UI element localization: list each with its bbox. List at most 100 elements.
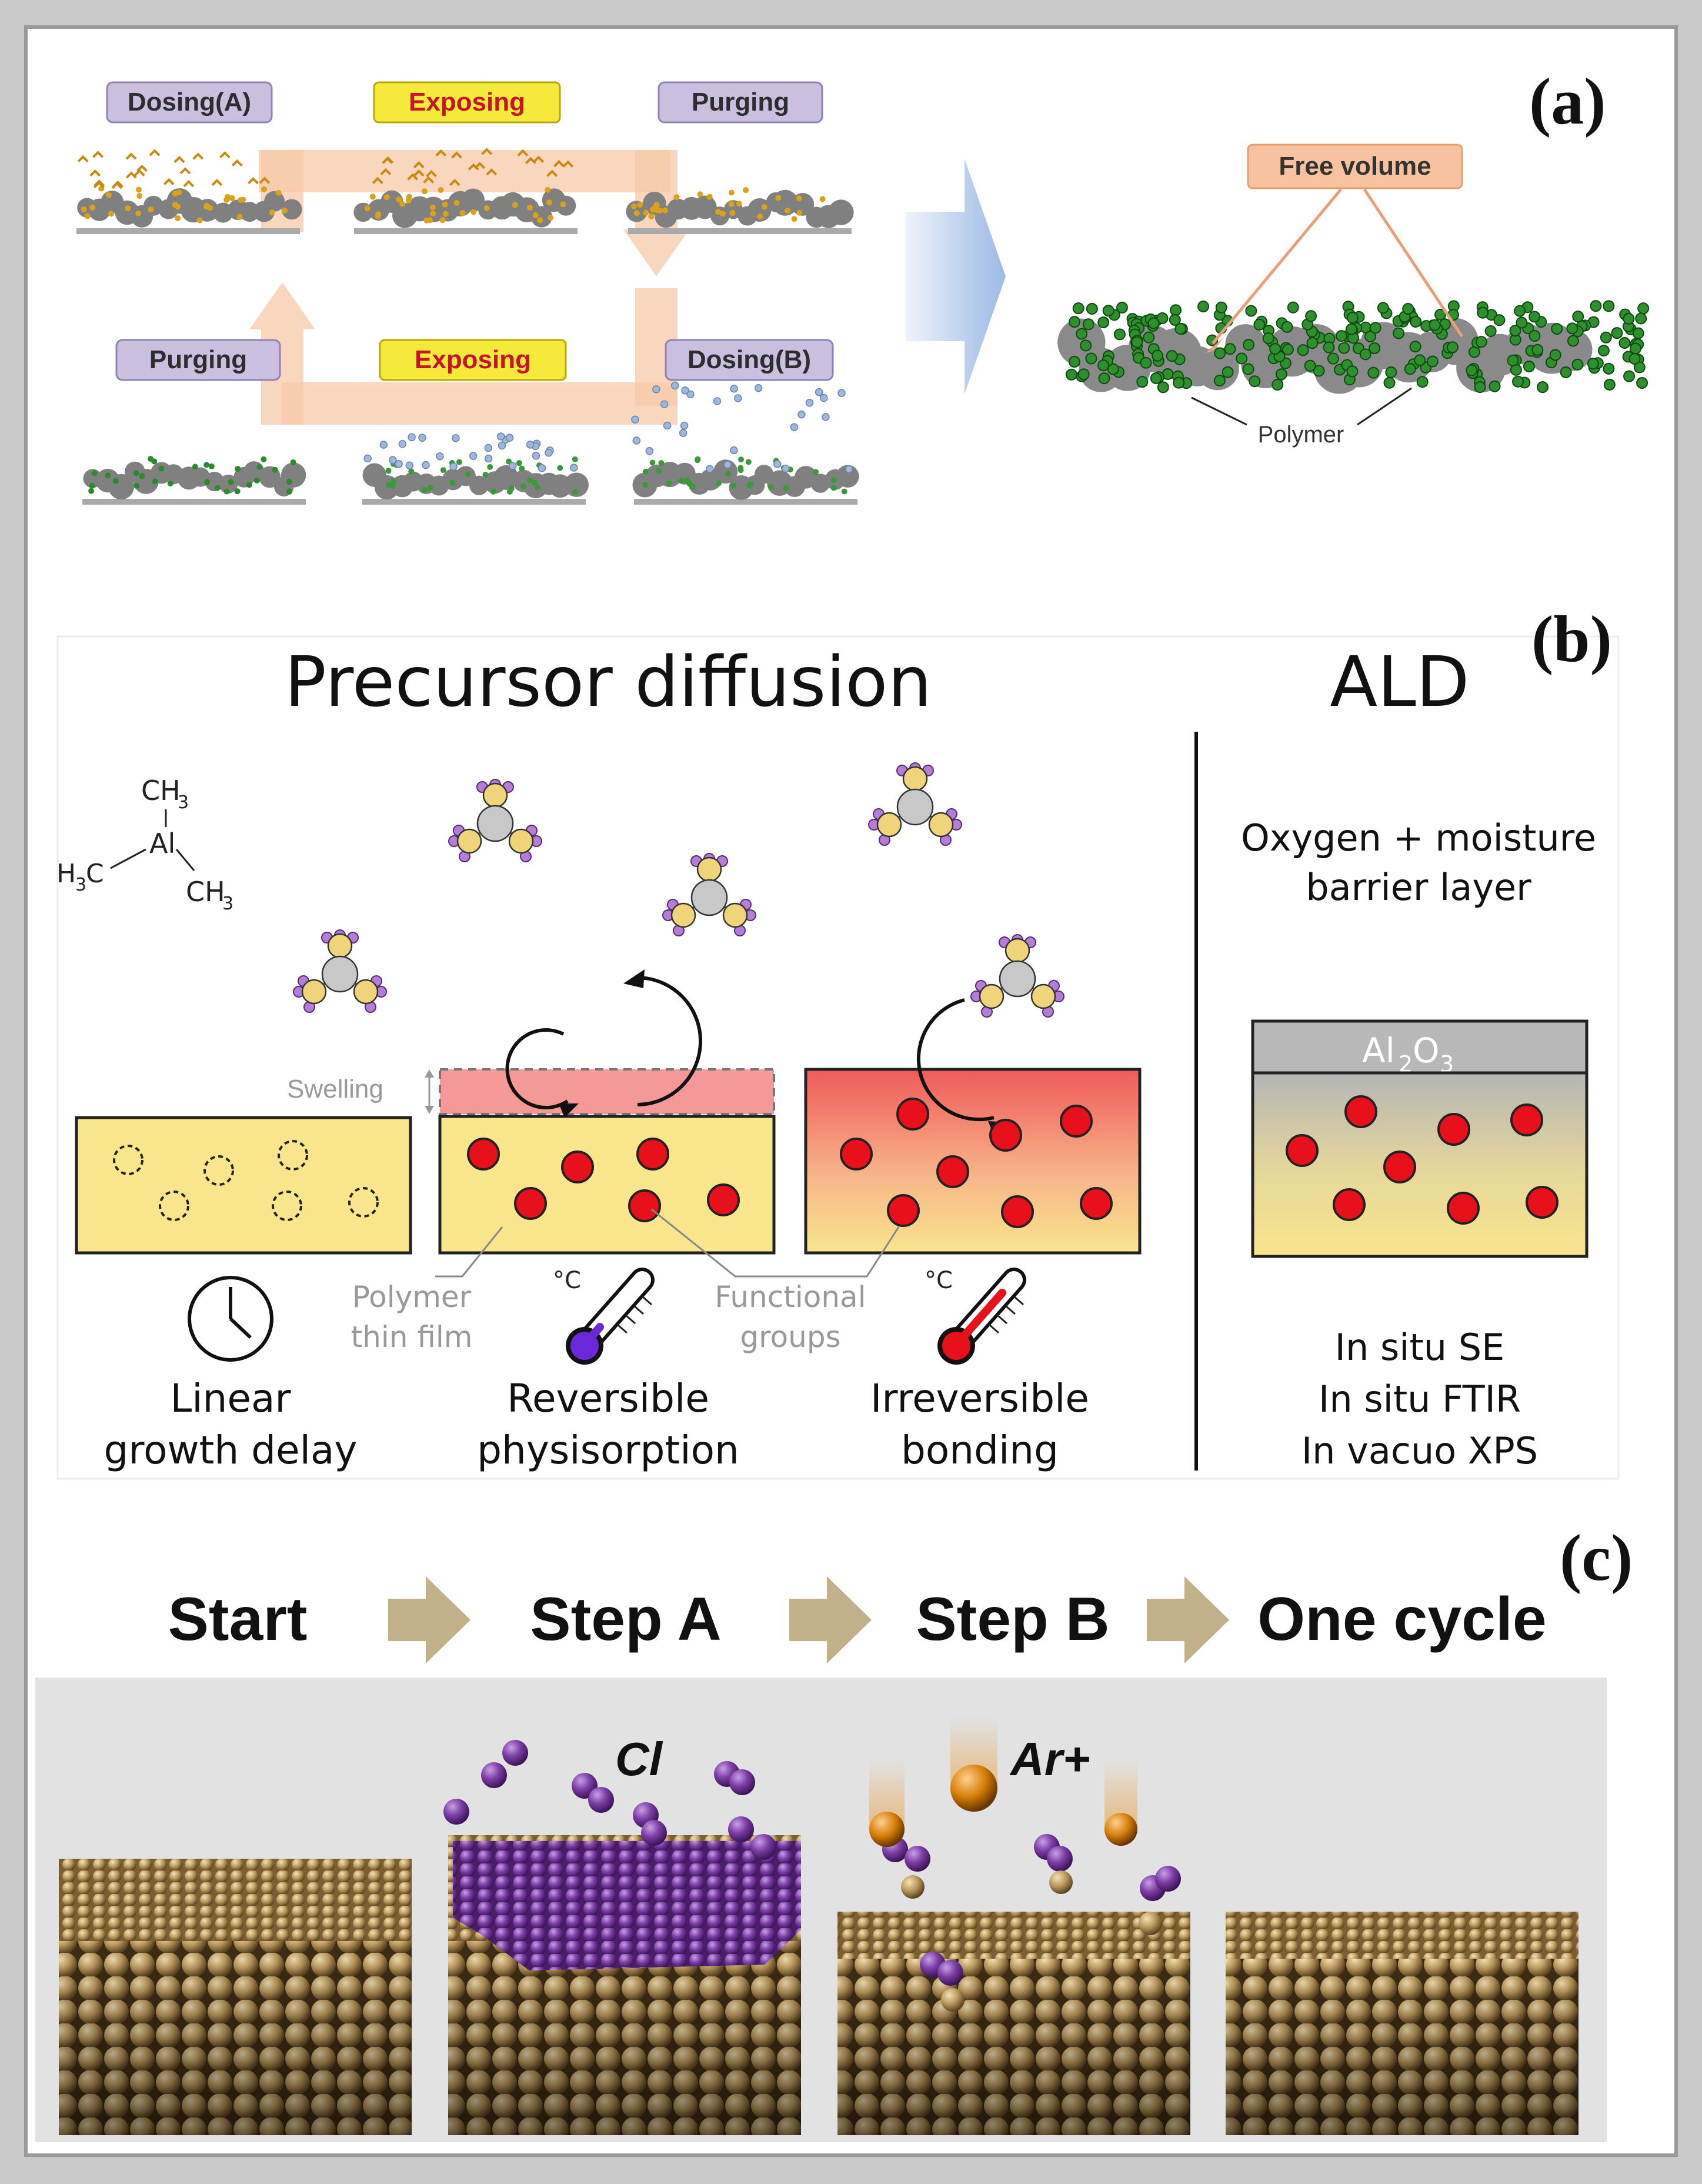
free-volume-voids	[113, 1140, 379, 1221]
coreactant-molecule	[436, 452, 444, 461]
precursor-dot	[841, 488, 847, 495]
step-arrow	[789, 1576, 872, 1663]
precursor-dot	[1597, 345, 1610, 357]
step-label-dosing-a: Dosing(A)	[106, 81, 273, 124]
precursor-dot	[1393, 327, 1405, 339]
polymer-chain	[564, 472, 589, 497]
svg-text:°C: °C	[553, 1267, 581, 1294]
precursor-dot	[656, 468, 662, 474]
polymer-chain	[1196, 347, 1239, 391]
precursor-dot	[643, 209, 649, 216]
precursor-dot	[1623, 312, 1635, 325]
precursor-dot	[1618, 336, 1631, 349]
etched-atom	[1139, 1912, 1162, 1935]
precursor-dot	[1297, 344, 1309, 356]
precursor-dot	[133, 470, 139, 476]
precursor-dot	[1327, 352, 1339, 365]
precursor-molecule	[211, 178, 223, 186]
coreactant-molecule	[538, 464, 546, 472]
precursor-molecule	[435, 149, 447, 157]
barrier-caption-line1: Oxygen + moisture	[1241, 816, 1596, 859]
precursor-dot	[1507, 354, 1519, 366]
adsorption-arrow-head	[559, 1103, 579, 1118]
precursor-dot	[1304, 359, 1316, 372]
precursor-dot	[560, 201, 566, 208]
precursor-dot	[715, 480, 722, 486]
polymer-chain	[713, 459, 738, 484]
precursor-dot	[106, 192, 112, 198]
thermometer-hot-icon: °C	[925, 1267, 1026, 1365]
film-schematic	[362, 432, 589, 505]
precursor-dot	[88, 488, 95, 494]
coreactant-molecule	[484, 444, 493, 452]
precursor-dot	[1197, 301, 1209, 313]
precursor-dot	[272, 466, 278, 473]
precursor-dot	[1377, 302, 1389, 314]
functional-group	[1344, 1095, 1377, 1128]
svg-text:Exposing: Exposing	[409, 88, 525, 116]
precursor-dot	[546, 199, 552, 206]
ald-title: ALD	[1330, 641, 1469, 722]
precursor-molecule	[179, 167, 191, 175]
polymer-pointer-right	[1357, 387, 1412, 426]
functional-group	[1510, 1103, 1543, 1136]
svg-text:3: 3	[222, 893, 233, 914]
precursor-dot	[1243, 339, 1255, 351]
precursor-dot	[89, 204, 96, 211]
coreactant-molecule	[845, 465, 853, 474]
precursor-molecule	[423, 176, 435, 184]
precursor-dot	[1116, 301, 1128, 314]
functional-group	[1001, 1195, 1034, 1228]
precursor-dot	[1636, 377, 1648, 389]
thermometer-cool-icon: °C	[553, 1267, 655, 1365]
precursor-dot	[1446, 341, 1459, 354]
precursor-dot	[136, 186, 142, 193]
precursor-dot	[1434, 309, 1447, 321]
precursor-dot	[224, 194, 231, 200]
precursor-dot	[1477, 306, 1489, 319]
precursor-dot	[89, 482, 95, 489]
precursor-molecule	[259, 176, 271, 184]
precursor-dot	[1174, 322, 1187, 335]
coreactant-molecule	[389, 456, 397, 464]
precursor-dot	[108, 211, 114, 217]
precursor-dot	[1147, 317, 1160, 329]
precursor-dot	[1369, 322, 1381, 334]
precursor-dot	[819, 196, 826, 202]
functional-group	[989, 1119, 1022, 1152]
precursor-dot	[791, 216, 797, 222]
precursor-dot	[364, 205, 371, 212]
precursor-dot	[757, 213, 763, 219]
precursor-molecule	[163, 178, 175, 185]
desorption-arrow-head	[623, 969, 645, 988]
precursor-dot	[1629, 342, 1641, 355]
precursor-dot	[429, 204, 436, 211]
polymer-chain	[196, 199, 219, 222]
void	[159, 1191, 189, 1221]
precursor-dot	[449, 479, 456, 486]
precursor-dot	[649, 459, 656, 466]
precursor-dot	[1213, 374, 1226, 386]
precursor-molecule	[89, 169, 101, 177]
precursor-dot	[1628, 353, 1641, 365]
method-in-situ-ftir: In situ FTIR	[1319, 1378, 1521, 1421]
precursor-dot	[572, 488, 579, 495]
precursor-dot	[1170, 304, 1182, 316]
coreactant-molecule	[670, 381, 679, 390]
polymer-chain	[469, 475, 489, 495]
functional-group	[896, 1098, 929, 1131]
precursor-dot	[176, 189, 182, 196]
precursor-molecule	[426, 170, 437, 178]
precursor-dot	[391, 478, 397, 485]
precursor-dot	[637, 202, 643, 208]
precursor-dot	[526, 477, 533, 484]
substrate-line	[82, 499, 306, 505]
precursor-dot	[512, 202, 518, 208]
precursor-dot	[229, 195, 235, 201]
precursor-dot	[545, 186, 551, 193]
precursor-dot	[490, 488, 496, 495]
precursor-dot	[1098, 372, 1110, 385]
functional-group	[1447, 1192, 1480, 1225]
polymer-chain	[836, 465, 859, 488]
precursor-molecule	[192, 152, 204, 160]
